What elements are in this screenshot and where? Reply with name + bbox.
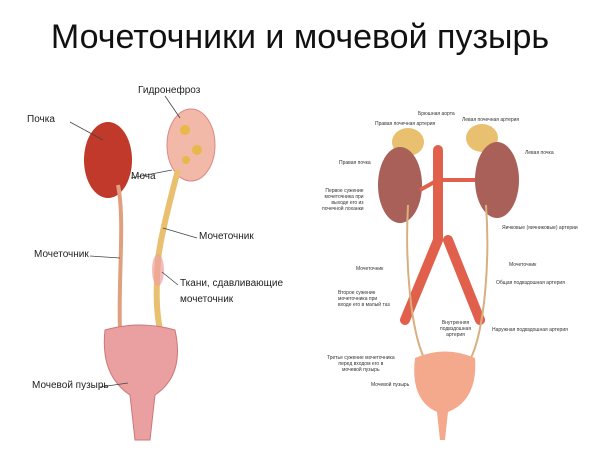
kidney-left-r [475, 142, 519, 218]
renal-arteries [419, 178, 475, 192]
ureter-dilated [153, 169, 181, 331]
hydronephrosis-kidney [166, 108, 216, 182]
label-testicular-arteries: Яичковые (яичниковые) артерии [502, 225, 578, 231]
label-ureter-left: Мочеточник [34, 249, 89, 260]
label-tissue: Ткани, сдавливающие [180, 278, 284, 289]
ureter-left [116, 184, 124, 331]
label-common-iliac: Общая подвздошная артерия [496, 280, 565, 286]
label-external-iliac: Наружная подвздошная артерия [492, 327, 568, 333]
page-title: Мочеточники и мочевой пузырь [50, 18, 550, 56]
label-right-renal-artery: Правая почечная артерия [375, 121, 436, 127]
label-right-kidney: Правая почка [339, 160, 371, 166]
label-ureter-r-right: Мочеточник [509, 262, 537, 268]
label-ureter-r-left: Мочеточник [356, 266, 384, 272]
label-aorta: Брюшная аорта [418, 111, 455, 117]
bladder-right [414, 351, 476, 440]
label-left-kidney: Левая почка [525, 150, 554, 156]
right-diagram [378, 124, 519, 440]
label-urine: Моча [131, 171, 156, 182]
label-left-renal-artery: Левая почечная артерия [462, 117, 520, 123]
label-bladder: Мочевой пузырь [32, 380, 109, 391]
left-diagram [69, 95, 216, 441]
label-tissue-2: мочеточник [180, 294, 234, 305]
label-bladder-right: Мочевой пузырь [371, 382, 410, 388]
ureters-right [406, 204, 489, 361]
label-ureter-right: Мочеточник [199, 231, 254, 242]
label-hydronephrosis: Гидронефроз [138, 85, 201, 96]
kidney-left [84, 122, 132, 198]
label-kidney: Почка [27, 114, 55, 125]
bladder-left [103, 324, 178, 441]
compressing-tissue [152, 254, 164, 286]
kidney-right-r [378, 147, 422, 223]
